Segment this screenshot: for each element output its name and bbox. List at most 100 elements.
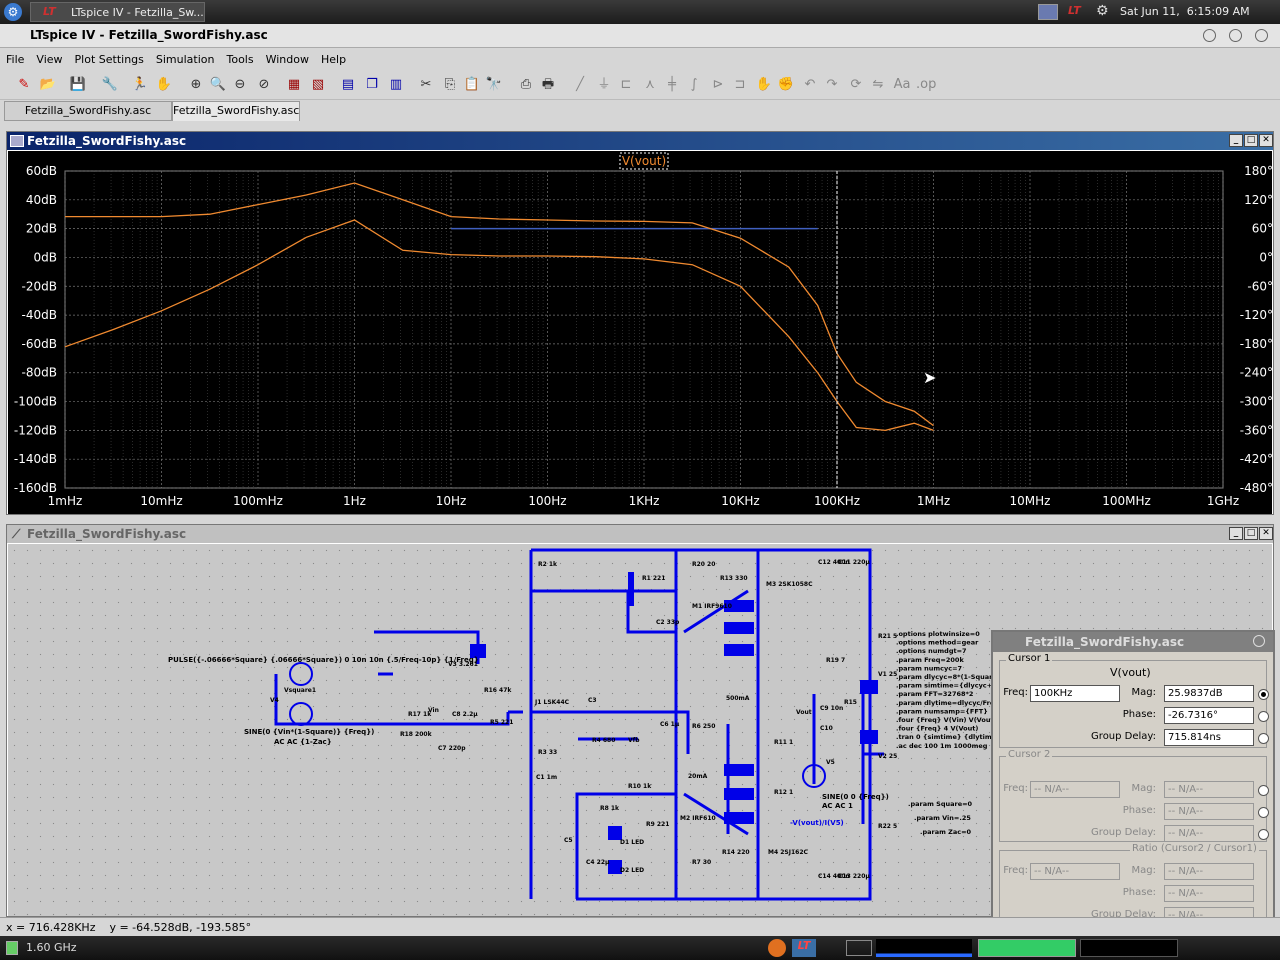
plot-restore-button[interactable]: □ <box>1244 134 1258 147</box>
spice-directive[interactable]: .param numsamp={FFT} <box>896 707 988 715</box>
os-menu-icon[interactable]: ⚙ <box>4 3 22 21</box>
component-label[interactable]: C13 220µ <box>838 873 870 880</box>
component-label[interactable]: M3 2SK1058C <box>766 581 813 588</box>
component-label[interactable]: Vout <box>796 709 812 716</box>
cursor1-gd-radio[interactable] <box>1258 733 1269 744</box>
spice-directive[interactable]: .param Zac=0 <box>920 828 972 836</box>
component-label[interactable]: C12 400n <box>818 559 850 566</box>
schematic-drawing[interactable]: PULSE({-.06666*Square} {.06666*Square}) … <box>8 544 1272 916</box>
inductor-icon[interactable]: ∫ <box>690 77 698 92</box>
schematic-restore-button[interactable]: □ <box>1244 527 1258 540</box>
redo-icon[interactable]: ↷ <box>826 77 838 92</box>
component-label[interactable]: Vsquare1 <box>284 687 316 694</box>
new-schematic-icon[interactable]: ✎ <box>18 77 30 92</box>
schematic-window-titlebar[interactable]: ⟋ Fetzilla_SwordFishy.asc _ □ ✕ <box>7 525 1273 543</box>
menu-plot-settings[interactable]: Plot Settings <box>74 53 144 66</box>
waveform-window-titlebar[interactable]: Fetzilla_SwordFishy.asc _ □ ✕ <box>7 132 1273 150</box>
spice-directive[interactable]: .param FFT=32768*2 <box>896 690 973 698</box>
label-net-icon[interactable]: ⊏ <box>620 77 632 92</box>
component-label[interactable]: C4 22µ <box>586 859 610 866</box>
find-icon[interactable]: 🔭 <box>485 77 503 92</box>
save-icon[interactable]: 💾 <box>69 77 87 92</box>
zoom-area-icon[interactable]: 🔍 <box>209 77 227 92</box>
component-label[interactable]: R22 5 <box>878 823 897 830</box>
component-label[interactable]: R17 1k <box>408 711 432 718</box>
resistor-icon[interactable]: ⋏ <box>645 77 655 92</box>
cursor1-mag-radio[interactable] <box>1258 689 1269 700</box>
spice-directive[interactable]: .four {Freq} V(Vin) V(Vout) <box>896 716 997 724</box>
spice-directive[interactable]: .options method=gear <box>896 639 979 647</box>
cursor2-gd-radio[interactable] <box>1258 829 1269 840</box>
component-label[interactable]: C8 2.2µ <box>452 711 478 718</box>
move-icon[interactable]: ✋ <box>755 77 773 92</box>
component-label[interactable]: 20mA <box>688 773 708 780</box>
cursor1-freq-field[interactable]: 100KHz <box>1030 685 1120 702</box>
component-label[interactable]: R10 1k <box>628 783 652 790</box>
component-label[interactable]: Vin <box>428 707 439 714</box>
keyboard-icon[interactable] <box>1038 4 1058 20</box>
cursor1-mag-field[interactable]: 25.9837dB <box>1164 685 1254 702</box>
tab-schematic-2[interactable]: Fetzilla_SwordFishy.asc <box>172 101 300 121</box>
delete-trace-icon[interactable]: ▧ <box>311 77 325 92</box>
component-label[interactable]: R21 5 <box>878 633 897 640</box>
pan-hand-icon[interactable]: ✋ <box>155 77 173 92</box>
minimize-window-icon[interactable] <box>1203 29 1216 42</box>
schematic-close-button[interactable]: ✕ <box>1259 527 1273 540</box>
component-label[interactable]: M1 IRF9610 <box>692 603 732 610</box>
print-preview-icon[interactable]: ⎙ <box>520 77 532 92</box>
component-label[interactable]: R2 1k <box>538 561 558 568</box>
component-label[interactable]: C5 <box>564 837 573 844</box>
component-label[interactable]: V4 <box>270 697 279 704</box>
component-icon[interactable]: ⊐ <box>734 77 746 92</box>
component-label[interactable]: R1 221 <box>642 575 665 582</box>
spice-directive[interactable]: .param dlycyc=8*(1-Square) <box>896 673 1000 681</box>
component-label[interactable]: R9 221 <box>646 821 669 828</box>
clock[interactable]: Sat Jun 11, 6:15:09 AM <box>1120 5 1250 18</box>
menu-tools[interactable]: Tools <box>226 53 254 66</box>
rotate-icon[interactable]: ⟳ <box>850 77 862 92</box>
component-label[interactable]: M4 2SJ162C <box>768 849 808 856</box>
component-label[interactable]: R18 200k <box>400 731 433 738</box>
workspace-switcher-icon[interactable] <box>846 940 872 956</box>
component-label[interactable]: R19 7 <box>826 657 845 664</box>
diode-icon[interactable]: ⊳ <box>712 77 724 92</box>
tile-horizontal-icon[interactable]: ▤ <box>341 77 355 92</box>
cursor1-gd-field[interactable]: 715.814ns <box>1164 729 1254 746</box>
cursor-dialog-close-icon[interactable] <box>1253 635 1265 647</box>
ltspice-tray-icon[interactable]: LT <box>1068 4 1081 17</box>
tab-schematic-1[interactable]: Fetzilla_SwordFishy.asc <box>4 101 172 121</box>
cursor1-phase-radio[interactable] <box>1258 711 1269 722</box>
spice-directive[interactable]: .ac dec 100 1m 1000meg <box>896 742 988 750</box>
menu-file[interactable]: File <box>6 53 25 66</box>
component-label[interactable]: R11 1 <box>774 739 793 746</box>
component-label[interactable]: R12 1 <box>774 789 793 796</box>
cursor2-mag-radio[interactable] <box>1258 785 1269 796</box>
run-icon[interactable]: 🏃 <box>131 77 149 92</box>
print-icon[interactable]: 🖶 <box>541 77 555 92</box>
spice-directive[interactable]: .param Freq=200k <box>896 656 964 664</box>
cursor-dialog-titlebar[interactable]: Fetzilla_SwordFishy.asc <box>993 632 1273 652</box>
cursor1-phase-field[interactable]: -26.7316° <box>1164 707 1254 724</box>
paste-icon[interactable]: 📋 <box>463 77 481 92</box>
component-label[interactable]: R20 20 <box>692 561 715 568</box>
spice-directive[interactable]: .options numdgt=7 <box>896 647 967 655</box>
tile-vertical-icon[interactable]: ▥ <box>389 77 403 92</box>
component-label[interactable]: M2 IRF610 <box>680 815 716 822</box>
schematic-minimize-button[interactable]: _ <box>1229 527 1243 540</box>
component-label[interactable]: C2 33p <box>656 619 680 626</box>
mirror-icon[interactable]: ⇋ <box>872 77 884 92</box>
component-label[interactable]: V1 25 <box>878 671 897 678</box>
plot-minimize-button[interactable]: _ <box>1229 134 1243 147</box>
component-label[interactable]: R4 680 <box>592 737 615 744</box>
spice-directive-icon[interactable]: .op <box>916 77 937 92</box>
component-label[interactable]: D2 LED <box>620 867 644 874</box>
control-panel-icon[interactable]: 🔧 <box>101 77 119 92</box>
spice-directive[interactable]: .four {Freq} 4 V(Vout) <box>896 725 978 733</box>
component-label[interactable]: C1 1m <box>536 774 557 781</box>
component-label[interactable]: R7 30 <box>692 859 711 866</box>
firefox-icon[interactable] <box>768 939 786 957</box>
component-label[interactable]: C14 400n <box>818 873 850 880</box>
ground-icon[interactable]: ⏚ <box>597 77 611 92</box>
component-label[interactable]: R16 47k <box>484 687 512 694</box>
